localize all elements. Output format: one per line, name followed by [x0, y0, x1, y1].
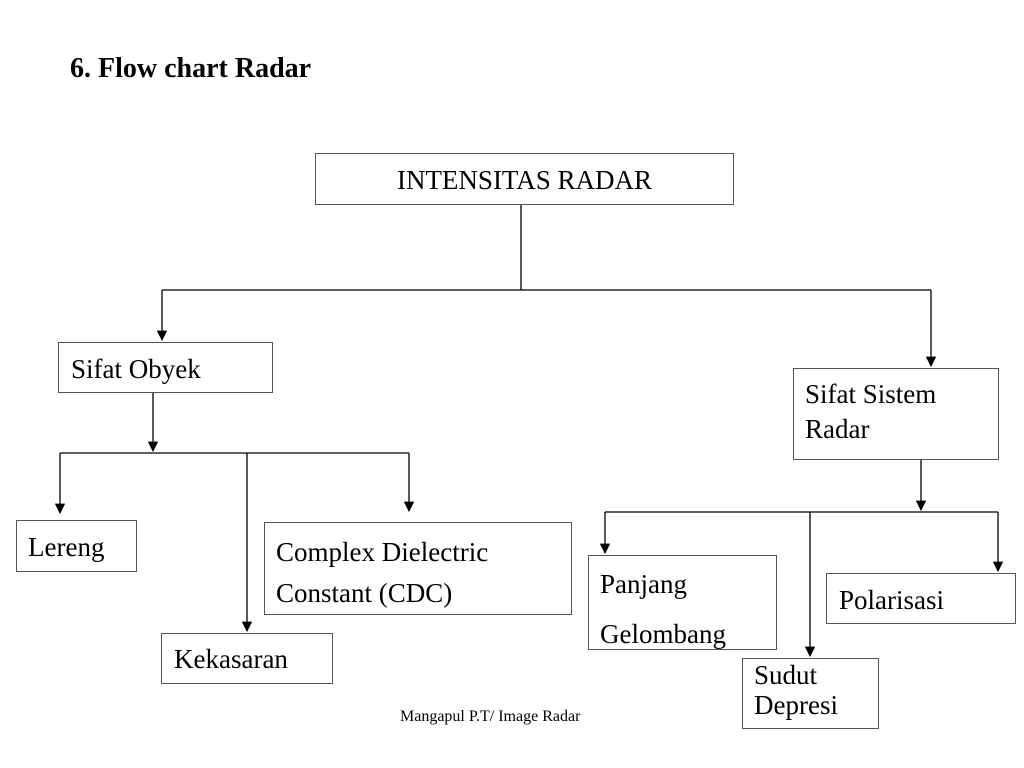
node-sifat-sistem-radar: Sifat Sistem Radar — [793, 368, 999, 460]
node-polarisasi: Polarisasi — [826, 573, 1016, 624]
node-cdc-line2: Constant (CDC) — [276, 577, 453, 608]
node-complex-dielectric-constant: Complex Dielectric Constant (CDC) — [264, 522, 572, 615]
node-sifat-obyek-label: Sifat Obyek — [71, 354, 201, 384]
node-sifat-sistem-line2: Radar — [805, 414, 870, 445]
node-sudut-depresi: Sudut Depresi — [742, 658, 879, 729]
node-lereng: Lereng — [16, 520, 137, 572]
node-sifat-sistem-line1: Sifat Sistem — [805, 379, 937, 409]
node-kekasaran: Kekasaran — [161, 633, 333, 684]
slide-title: 6. Flow chart Radar — [70, 53, 312, 84]
node-panjang-gelombang-line1: Panjang — [600, 569, 687, 599]
node-sudut-depresi-line1: Sudut — [754, 660, 818, 690]
node-panjang-gelombang-line2: Gelombang — [600, 618, 726, 649]
footer-credit: Mangapul P.T/ Image Radar — [400, 708, 581, 725]
node-lereng-label: Lereng — [28, 532, 105, 562]
node-sudut-depresi-line2: Depresi — [754, 689, 838, 720]
node-sifat-obyek: Sifat Obyek — [58, 342, 273, 393]
node-kekasaran-label: Kekasaran — [174, 644, 288, 674]
node-intensitas-radar-label: INTENSITAS RADAR — [396, 165, 653, 195]
node-cdc-line1: Complex Dielectric — [276, 537, 489, 567]
node-polarisasi-label: Polarisasi — [839, 585, 944, 615]
node-panjang-gelombang: Panjang Gelombang — [588, 555, 777, 650]
node-intensitas-radar: INTENSITAS RADAR — [315, 153, 734, 205]
